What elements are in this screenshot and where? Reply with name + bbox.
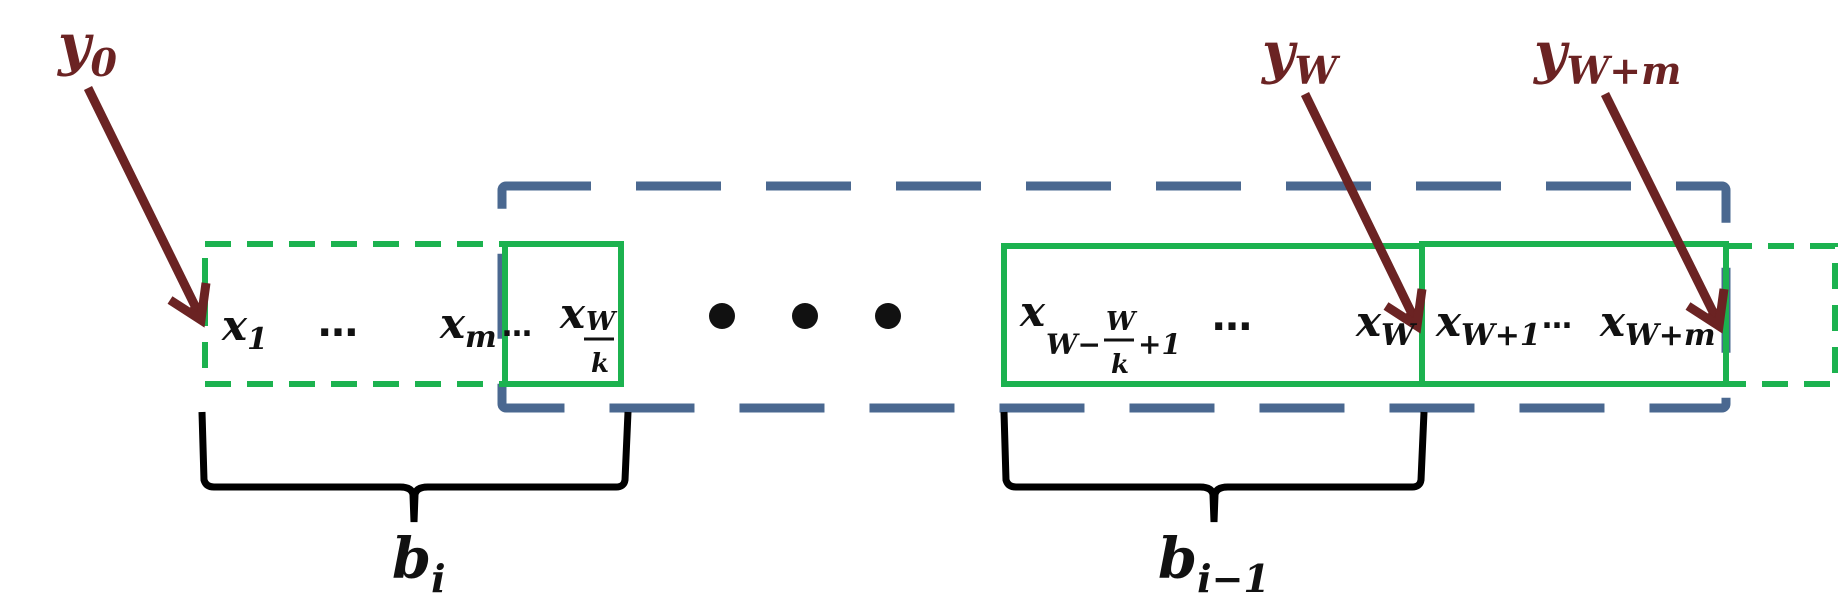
block-bi (502, 241, 624, 387)
label-bi: bi (392, 526, 446, 601)
label-xWm: xW+m (1599, 297, 1716, 353)
arrow-yWm (1600, 92, 1721, 318)
label-y0: y0 (56, 12, 118, 85)
svg-text:k: k (1111, 350, 1129, 380)
ellipsis-2: … (502, 309, 532, 344)
label-xm: xm (439, 299, 497, 355)
brace-bi (198, 411, 632, 523)
svg-text:W−: W− (1046, 328, 1101, 361)
arrow-y0 (83, 86, 203, 312)
brace-bi-minus-1 (1000, 411, 1428, 523)
label-xWWk: x W− W k +1 (1019, 287, 1181, 380)
ellipsis-4: … (1542, 301, 1572, 336)
label-yW: yW (1260, 20, 1341, 93)
label-yWm: yW+m (1532, 20, 1681, 93)
middle-dot-3 (875, 303, 901, 329)
label-xW: xW (1355, 297, 1418, 353)
svg-text:x: x (1019, 287, 1046, 336)
svg-text:W: W (1106, 307, 1138, 337)
svg-text:x: x (559, 289, 586, 338)
right-dashed-block (1726, 243, 1838, 387)
ellipsis-1: … (318, 300, 358, 346)
label-bi-minus-1: bi−1 (1158, 526, 1270, 601)
label-x1: x1 (221, 301, 268, 357)
arrowhead-y0 (167, 282, 211, 328)
svg-text:W: W (586, 307, 618, 337)
block-next (1419, 241, 1729, 387)
svg-text:k: k (591, 349, 609, 379)
middle-dot-1 (709, 303, 735, 329)
label-xW1: xW+1 (1435, 297, 1541, 353)
arrowhead-yWm (1685, 288, 1729, 334)
middle-dot-2 (792, 303, 818, 329)
label-xWk: x W k (559, 289, 618, 379)
svg-text:+1: +1 (1138, 328, 1181, 361)
ellipsis-3: … (1212, 294, 1252, 340)
arrowhead-yW (1383, 288, 1427, 334)
arrow-yW (1300, 92, 1419, 318)
